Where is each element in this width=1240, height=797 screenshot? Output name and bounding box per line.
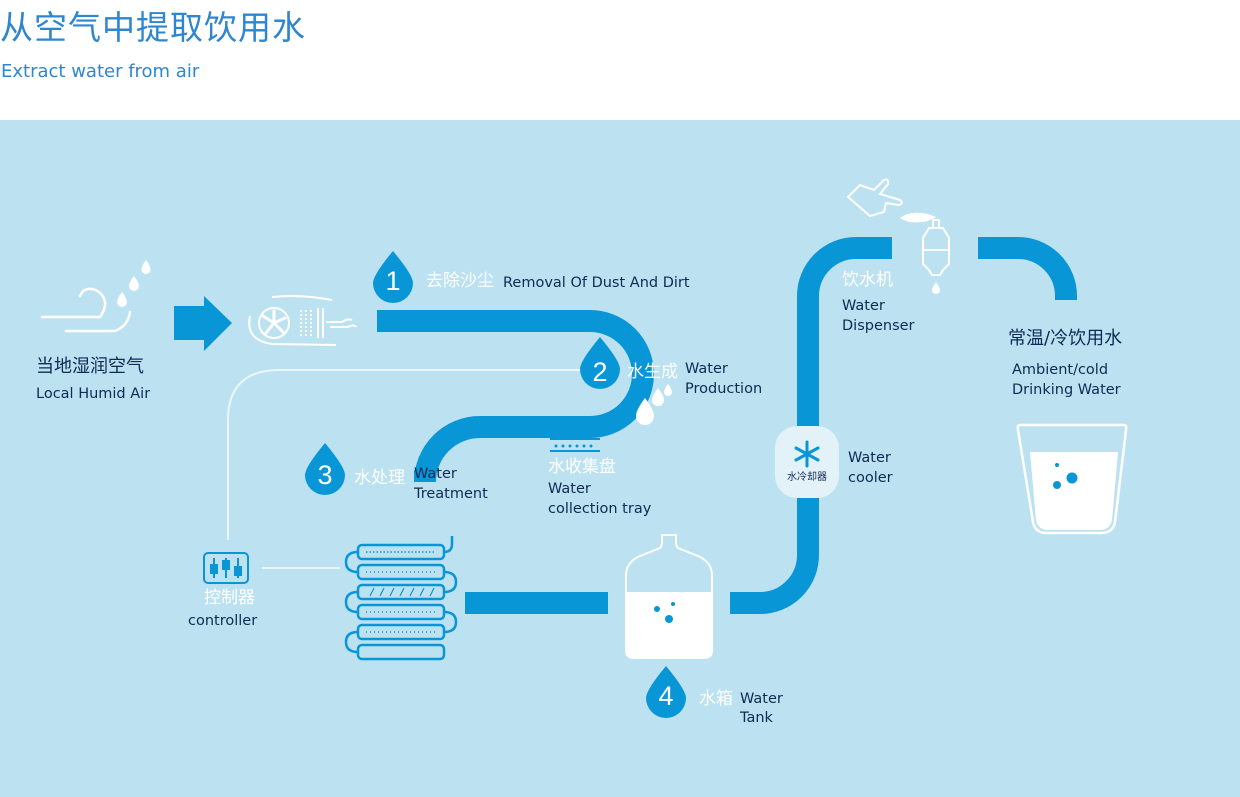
step-4-label-zh: 水箱 bbox=[699, 689, 733, 709]
snowflake-icon bbox=[794, 440, 820, 468]
tray-label-en-2: collection tray bbox=[548, 501, 652, 517]
controller-label-zh: 控制器 bbox=[204, 588, 255, 608]
step-1-label-en: Removal Of Dust And Dirt bbox=[503, 275, 690, 291]
step-3-label-en-2: Treatment bbox=[414, 486, 488, 502]
page-title: 从空气中提取饮用水 bbox=[0, 8, 306, 47]
dispenser-label-en-1: Water bbox=[842, 298, 885, 314]
fan-unit-icon bbox=[248, 295, 357, 346]
dispenser-label-en-2: Dispenser bbox=[842, 318, 915, 334]
step-2-label-en-1: Water bbox=[685, 361, 728, 377]
step-drop-1 bbox=[373, 251, 413, 303]
step-3-label-zh: 水处理 bbox=[354, 468, 405, 488]
cooler-label-en-1: Water bbox=[848, 450, 891, 466]
page-subtitle: Extract water from air bbox=[1, 61, 200, 82]
step-number-3: 3 bbox=[317, 460, 333, 490]
droplets-icon bbox=[117, 260, 151, 307]
step-drop-2 bbox=[580, 337, 620, 389]
water-tank-icon bbox=[625, 534, 713, 659]
glass-icon bbox=[1016, 423, 1128, 535]
tray-label-en-1: Water bbox=[548, 481, 591, 497]
step-3-label-en-1: Water bbox=[414, 466, 457, 482]
spray-icon bbox=[900, 212, 936, 223]
cooler-label-zh: 水冷却器 bbox=[787, 472, 827, 483]
flow-arrow-icon bbox=[174, 296, 232, 351]
water-pipe bbox=[377, 237, 1077, 614]
source-label-en: Local Humid Air bbox=[36, 386, 151, 402]
filter-stack-icon bbox=[344, 536, 458, 661]
drip-icon bbox=[932, 282, 940, 294]
step-4-label-en-2: Tank bbox=[740, 710, 773, 726]
dispenser-label-zh: 饮水机 bbox=[842, 270, 893, 290]
collection-tray-icon bbox=[550, 438, 600, 452]
step-number-1: 1 bbox=[385, 266, 401, 296]
cooler-badge bbox=[775, 426, 839, 498]
step-2-label-zh: 水生成 bbox=[627, 362, 678, 382]
step-number-2: 2 bbox=[592, 357, 608, 387]
hand-icon bbox=[846, 178, 903, 218]
step-number-4: 4 bbox=[658, 681, 674, 711]
step-1-label-zh: 去除沙尘 bbox=[426, 271, 494, 291]
faucet-icon bbox=[922, 219, 950, 276]
source-label-zh: 当地湿润空气 bbox=[36, 356, 144, 377]
step-drop-4 bbox=[646, 666, 686, 718]
step-drop-3 bbox=[305, 443, 345, 495]
cooler-label-en-2: cooler bbox=[848, 470, 893, 486]
output-label-en-1: Ambient/cold bbox=[1012, 362, 1109, 378]
controller-label-en: controller bbox=[188, 613, 258, 629]
step-2-label-en-2: Production bbox=[685, 381, 763, 397]
humid-air-icon bbox=[40, 287, 132, 333]
control-line bbox=[227, 369, 580, 569]
tray-label-zh: 水收集盘 bbox=[548, 457, 616, 477]
output-label-en-2: Drinking Water bbox=[1012, 382, 1121, 398]
output-label-zh: 常温/冷饮用水 bbox=[1008, 328, 1123, 349]
step-4-label-en-1: Water bbox=[740, 691, 783, 707]
controller-icon bbox=[203, 552, 249, 584]
water-drips-icon bbox=[636, 384, 672, 425]
